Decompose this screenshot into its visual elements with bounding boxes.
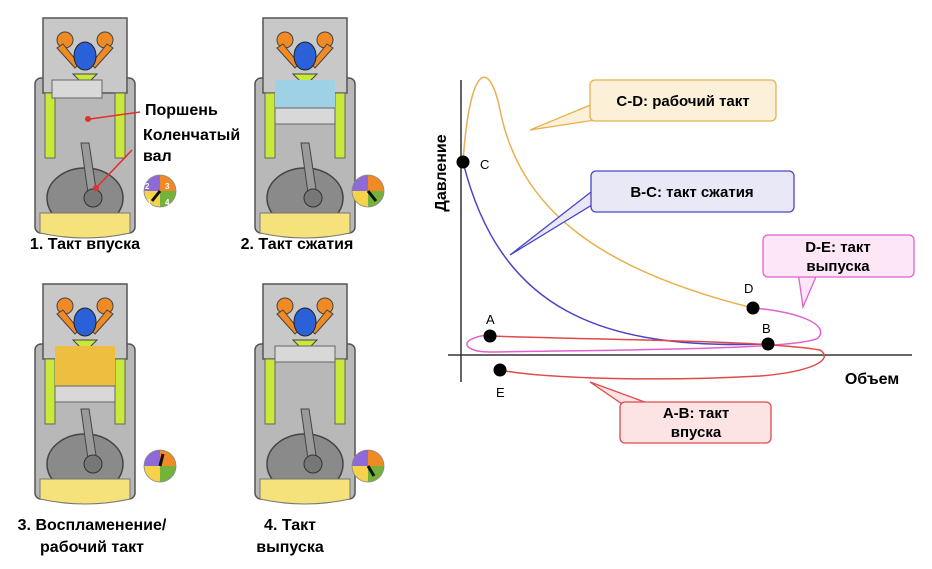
stroke-gauge-4 [351, 449, 385, 483]
point-b [761, 337, 775, 351]
point-c-label: C [480, 157, 489, 172]
y-axis-label: Давление [433, 134, 450, 211]
engine-stroke-3 [34, 283, 177, 505]
caption-stroke-2: 2. Такт сжатия [241, 236, 354, 253]
callout-exhaust-stroke-line1: D-E: такт [805, 239, 871, 256]
caption-stroke-4-line1: 4. Такт [264, 517, 316, 534]
callout-power-stroke-text: C-D: рабочий такт [616, 93, 749, 110]
pv-diagram: Давление Объем C D B A E C-D: рабочий та… [433, 76, 915, 444]
callout-compression-stroke: B-C: такт сжатия [509, 170, 795, 256]
crankshaft-label-line1: Коленчатый [143, 127, 240, 144]
compression-stroke-curve [462, 161, 769, 346]
gauge-number-2: 2 [145, 182, 150, 191]
combustion-flame [55, 346, 115, 386]
piston-2 [274, 107, 336, 125]
gauge-number-1: 1 [147, 198, 152, 207]
x-axis-label: Объем [845, 371, 899, 388]
callout-exhaust-stroke-line2: выпуска [806, 258, 870, 275]
caption-stroke-1: 1. Такт впуска [30, 236, 140, 253]
stroke-gauge-2 [351, 174, 385, 208]
point-d [746, 301, 760, 315]
piston-1 [51, 79, 103, 99]
caption-stroke-3-line2: рабочий такт [40, 539, 144, 556]
point-a [483, 329, 497, 343]
point-e [493, 363, 507, 377]
gauge-number-3: 3 [165, 182, 170, 191]
piston-label: Поршень [145, 102, 218, 119]
point-c [456, 155, 470, 169]
caption-stroke-4-line2: выпуска [256, 539, 324, 556]
point-b-label: B [762, 321, 771, 336]
exhaust-stroke-curve [466, 307, 822, 353]
crankshaft-label-line2: вал [143, 148, 172, 165]
callout-intake-stroke: A-B: такт впуска [589, 381, 772, 444]
engine-stroke-4 [254, 283, 385, 505]
gauge-number-4: 4 [165, 198, 170, 207]
callout-compression-stroke-text: B-C: такт сжатия [630, 184, 753, 201]
crankshaft-leader-line [95, 149, 133, 189]
power-stroke-curve [462, 76, 754, 309]
caption-stroke-3-line1: 3. Воспламенение/ [18, 517, 167, 534]
point-a-label: A [486, 312, 495, 327]
callout-power-stroke: C-D: рабочий такт [529, 79, 777, 131]
piston-3 [54, 385, 116, 403]
piston-leader-line [89, 111, 141, 120]
engine-stroke-2 [254, 17, 385, 239]
stroke-gauge-1 [143, 174, 177, 208]
callout-exhaust-stroke: D-E: такт выпуска [762, 234, 915, 310]
piston-marker-dot [85, 116, 91, 122]
callout-intake-stroke-line1: A-B: такт [663, 405, 729, 422]
piston-4 [274, 345, 336, 363]
compressed-gas [275, 80, 335, 108]
intake-stroke-curve [489, 335, 826, 380]
point-d-label: D [744, 281, 753, 296]
point-e-label: E [496, 385, 505, 400]
stroke-gauge-3 [143, 449, 177, 483]
gauge-numbers: 2 3 1 4 [145, 182, 170, 207]
callout-intake-stroke-line2: впуска [671, 424, 722, 441]
